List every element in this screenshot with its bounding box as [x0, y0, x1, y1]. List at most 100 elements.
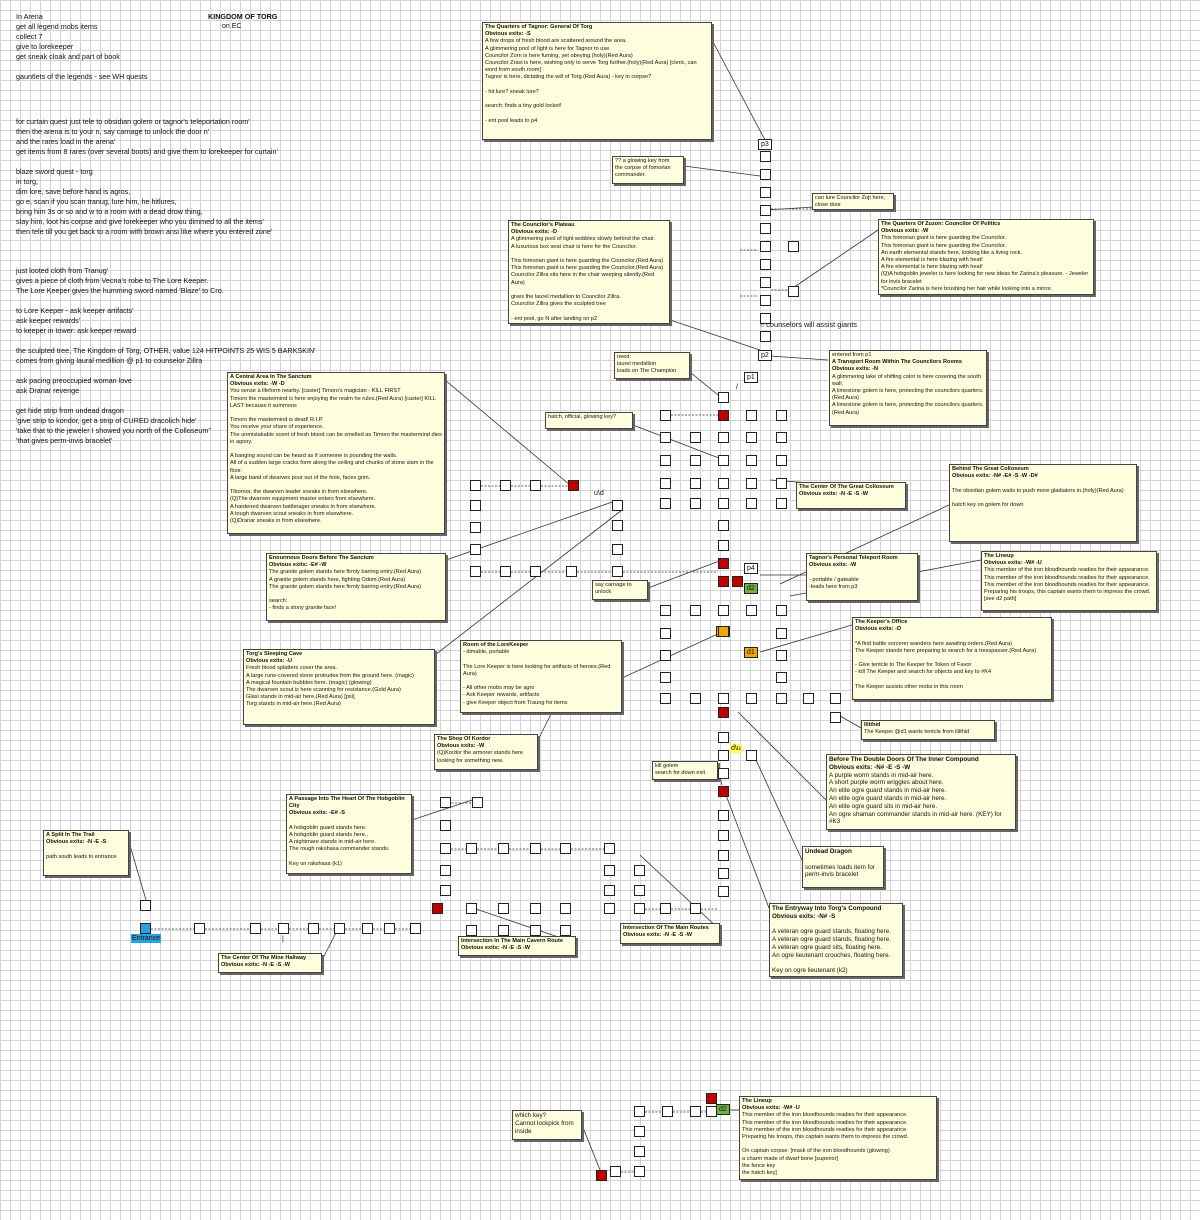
- room: [718, 455, 729, 466]
- box-line: [952, 495, 1134, 502]
- box-line: This fomorian giant is here guarding the…: [511, 258, 664, 265]
- box-line: unlock: [595, 589, 612, 596]
- box-title: A Split In The Trail: [46, 832, 95, 838]
- room: [308, 923, 319, 934]
- box-title: Undead Dragon: [805, 848, 852, 855]
- box-line: commander.: [615, 172, 646, 179]
- box-line: All of a sudden large cracks form along …: [230, 460, 434, 474]
- box-line: (Q)Dranar sneaks in from elsewhere.: [230, 518, 322, 525]
- pointer-line: [128, 841, 147, 901]
- box-line: Key on rakshasa (k1): [289, 860, 342, 867]
- note-line: get hide strip from undead dragon: [16, 406, 124, 415]
- box-line: search:: [269, 598, 288, 605]
- box-line: [511, 287, 667, 294]
- note-line: then tele till you get back to a room wi…: [16, 227, 273, 236]
- box-line: Councilor Zravi is here, wishing only to…: [485, 60, 697, 74]
- room: [718, 732, 729, 743]
- room-mob: [596, 1170, 607, 1181]
- portal-d2-bottom: d2: [716, 1104, 730, 1115]
- box-line: The granite golem stands here firmly bar…: [269, 569, 421, 576]
- note-line: 'that gives perm-invis bracelet': [16, 436, 113, 445]
- room: [718, 498, 729, 509]
- box-line: A veteran ogre guard stands, floating he…: [772, 928, 892, 936]
- box-line: - Give tentcle to The Keeper for Token o…: [855, 662, 972, 669]
- box-title: The Center Of The Mine Hallway: [221, 955, 307, 961]
- note-line: 'give strip to kondor, get a strip of CU…: [16, 416, 197, 425]
- room: [718, 850, 729, 861]
- room: [760, 331, 771, 342]
- box-line: Key on ogre lieutenant (k2): [772, 967, 848, 975]
- box-line: which key?: [515, 1112, 547, 1119]
- note-line: get sneak cloak and part of book: [16, 52, 120, 61]
- portal-d1: d1: [744, 647, 758, 658]
- box-exits: Obvious exits: -N -E -S: [46, 839, 107, 846]
- note-line: bring him 3s or so and w to a room with …: [16, 207, 203, 216]
- box-exits: Obvious exits: -N: [832, 366, 879, 373]
- room: [746, 410, 757, 421]
- room: [634, 885, 645, 896]
- room: [634, 1166, 645, 1177]
- box-exits: Obvious exits: -W: [437, 743, 485, 750]
- box-line: This member of the iron bloodhounds read…: [742, 1126, 908, 1133]
- room: [718, 886, 729, 897]
- box-line: An ogre shaman commander stands in mid-a…: [829, 810, 1002, 826]
- room: [634, 1106, 645, 1117]
- room: [760, 151, 771, 162]
- box-line: Tagnor is here, dictating the will of To…: [485, 74, 652, 81]
- room: [690, 903, 701, 914]
- room: [660, 903, 671, 914]
- box-title: A Transport Room Within The Councilors R…: [832, 359, 962, 366]
- note-line: in torg,: [16, 177, 38, 186]
- note-line: gauntlets of the legends - see WH quests: [16, 72, 148, 81]
- portal-p1: p1: [744, 372, 758, 383]
- box-line: [46, 846, 126, 853]
- room: [718, 605, 729, 616]
- box-line: A banging sound can be heard as if someo…: [230, 453, 398, 460]
- box-line: The Lore Keeper is here looking for arti…: [463, 663, 611, 677]
- page-subtitle: on EC: [222, 23, 242, 30]
- room-mob: [732, 576, 743, 587]
- pointer-line: [669, 319, 761, 351]
- box-title: Tagnor's Personal Teleport Room: [809, 555, 898, 561]
- box-line: gives the laurel medallion to Councilor …: [511, 294, 621, 301]
- box-line: A purple worm stands in mid-air here.: [829, 771, 934, 779]
- box-line: Torg stands in mid-air here.(Red Aura): [246, 701, 341, 708]
- room: [604, 843, 615, 854]
- box-line: Councilor Zillra gives the sculpted tree: [511, 301, 606, 308]
- room: [498, 903, 509, 914]
- room-mob: [718, 576, 729, 587]
- room: [746, 478, 757, 489]
- box-line: The obsidian golem waits to push more gl…: [952, 487, 1124, 494]
- box-line: This fomorian giant is here guarding the…: [881, 242, 1006, 249]
- room-mob: [718, 558, 729, 569]
- box-line: A fire elemental is here blazing with he…: [881, 257, 983, 264]
- box-exits: Obvious exits: -W -D: [230, 381, 285, 388]
- box-line: A hobgoblin guard stands here.: [289, 824, 367, 831]
- page-title: KINGDOM OF TORG: [208, 12, 278, 21]
- box-line: the fence key: [742, 1162, 776, 1169]
- box-line: kill golem: [655, 763, 679, 769]
- room: [776, 478, 787, 489]
- box-exits: Obvious exits: -W: [809, 562, 857, 569]
- box-line: - give Keeper object from Traung for ite…: [463, 699, 568, 706]
- notes-loot: just looted cloth from Tranug'gives a pi…: [16, 266, 316, 446]
- room: [690, 1106, 701, 1117]
- box-line: Fresh blood splatters cover the area.: [246, 665, 338, 672]
- box-exits: Obvious exits: -D: [855, 626, 902, 633]
- box-line: - ent pool leads to p4: [485, 117, 538, 124]
- room: [776, 455, 787, 466]
- note-lure-zojt: can lure Councilor Zojt here,close door: [812, 193, 894, 210]
- room: [470, 500, 481, 511]
- room: [440, 797, 451, 808]
- box-line: This member of the iron bloodhounds read…: [984, 574, 1150, 581]
- box-title: A Central Area In The Sanctum: [230, 374, 312, 380]
- room: [466, 903, 477, 914]
- room: [560, 925, 571, 936]
